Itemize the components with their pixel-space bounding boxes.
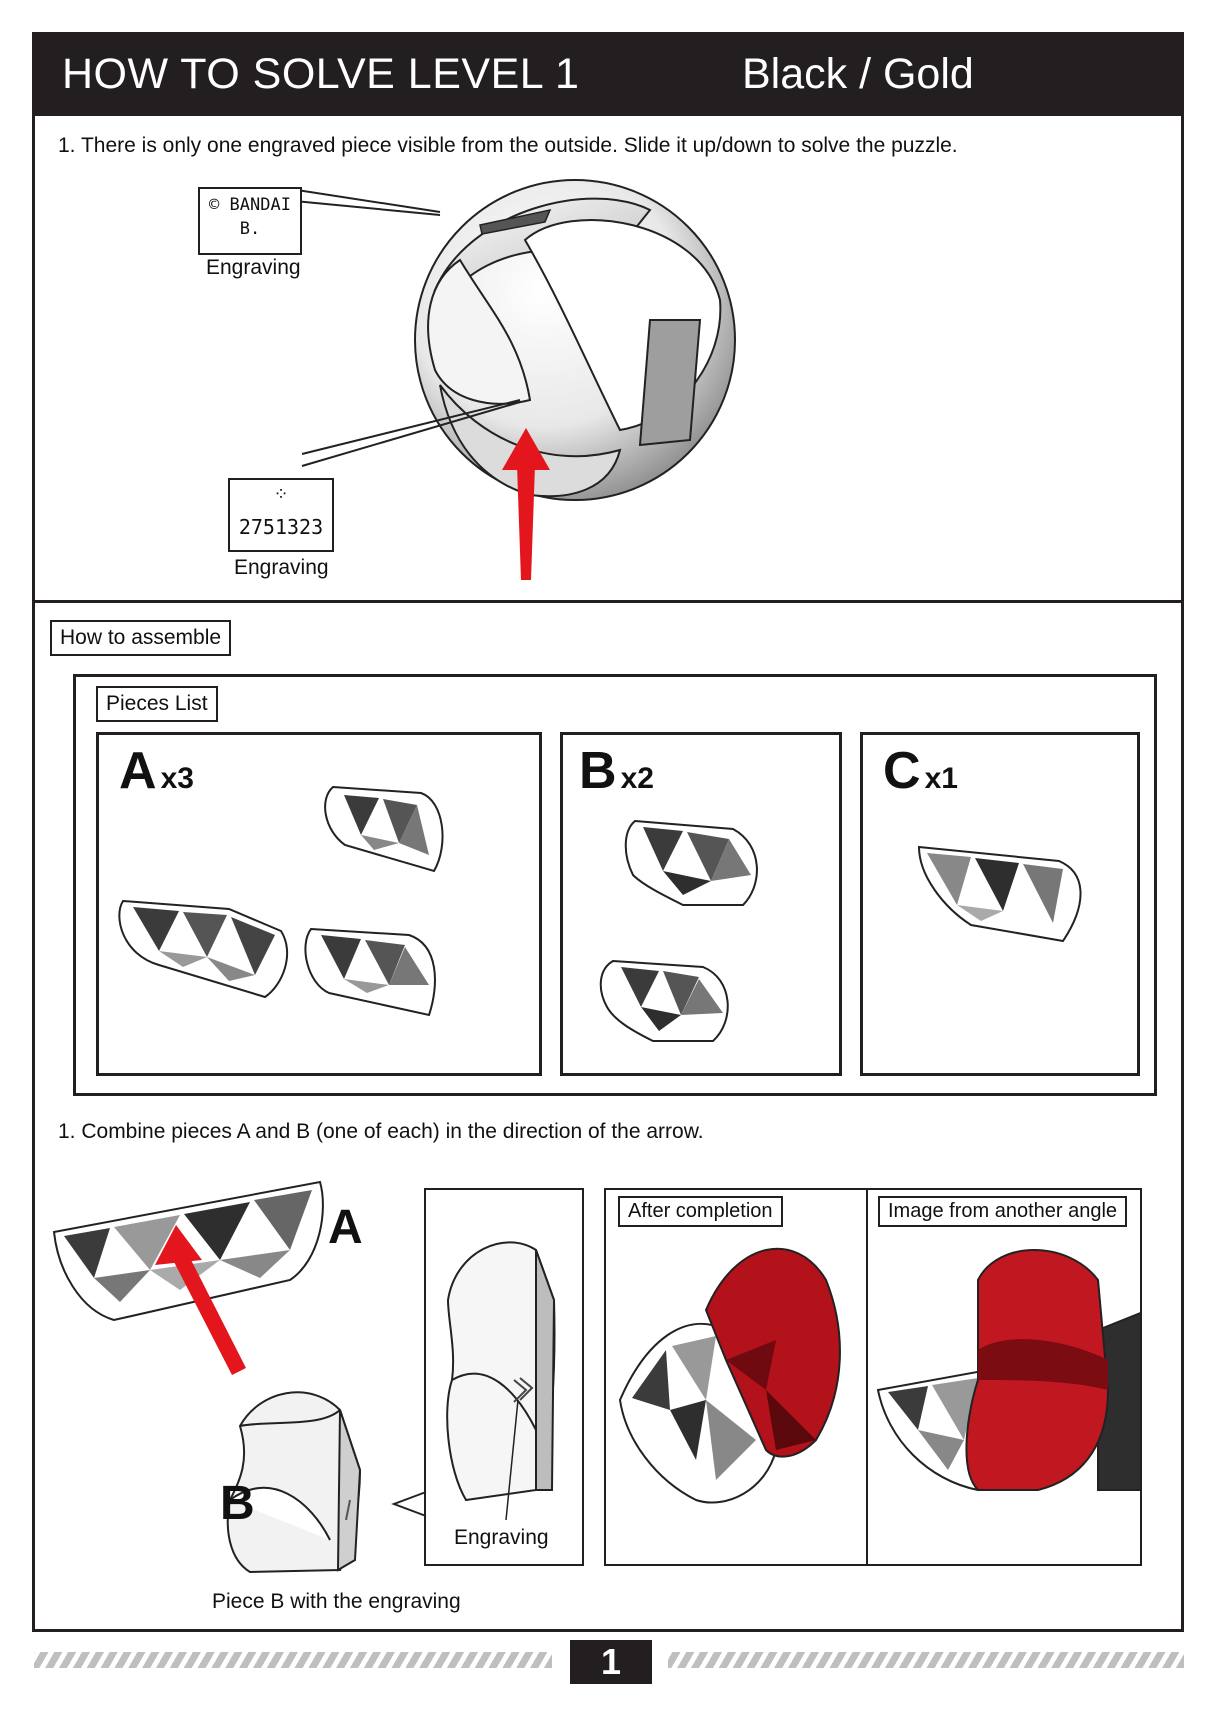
- engraving-detail-box: Engraving: [424, 1188, 584, 1566]
- engraving-label-top: © BANDAI B.: [198, 187, 302, 255]
- piece-b-combine: [226, 1391, 362, 1574]
- piece-b-engraving-illustration: [446, 1241, 556, 1521]
- color-variant: Black / Gold: [742, 50, 974, 98]
- piece-a-3: [304, 927, 436, 1017]
- another-angle-illustration: [876, 1249, 1140, 1492]
- combine-step-text: 1. Combine pieces A and B (one of each) …: [58, 1120, 704, 1143]
- engraving-symbol-icon: ⁘: [273, 484, 289, 504]
- page-title: HOW TO SOLVE LEVEL 1: [62, 50, 580, 98]
- after-completion-label: After completion: [618, 1196, 783, 1227]
- page-frame: [32, 32, 1184, 1632]
- puzzle-ball-illustration: [283, 179, 736, 580]
- engraving-caption-detail: Engraving: [454, 1526, 549, 1549]
- piece-b-1: [624, 819, 758, 906]
- after-completion-box: After completion: [604, 1188, 868, 1566]
- another-angle-label: Image from another angle: [878, 1196, 1128, 1227]
- page-number: 1: [570, 1640, 652, 1684]
- combine-illustration: [52, 1180, 362, 1574]
- engraving-caption-top: Engraving: [206, 256, 301, 279]
- piece-b-illustrations: [599, 819, 758, 1042]
- label-b: B: [220, 1477, 255, 1530]
- completed-assembly-illustration: [618, 1247, 841, 1504]
- piece-b-2: [599, 959, 729, 1042]
- piece-b-caption: Piece B with the engraving: [212, 1590, 461, 1613]
- callout-notch: [391, 1491, 427, 1517]
- label-a: A: [328, 1201, 363, 1254]
- footer-stripe-left: [34, 1652, 552, 1668]
- footer-stripe-right: [668, 1652, 1184, 1668]
- solve-step-text: 1. There is only one engraved piece visi…: [58, 134, 958, 157]
- piece-c-illustration: [917, 845, 1082, 943]
- arrow-diagonal-icon: [172, 1250, 246, 1375]
- page-header: [32, 32, 1184, 116]
- how-to-assemble-label: How to assemble: [50, 620, 232, 656]
- piece-a-1: [324, 785, 444, 873]
- piece-a-2: [118, 899, 289, 999]
- engraving-caption-bottom: Engraving: [234, 556, 329, 579]
- engraving-label-bottom: ⁘ 2751323: [228, 478, 334, 552]
- section-divider: [32, 600, 1184, 603]
- arrow-up-icon: [517, 465, 535, 580]
- another-angle-box: Image from another angle: [866, 1188, 1142, 1566]
- piece-a-illustrations: [118, 785, 444, 1017]
- pieces-list-label: Pieces List: [96, 686, 218, 722]
